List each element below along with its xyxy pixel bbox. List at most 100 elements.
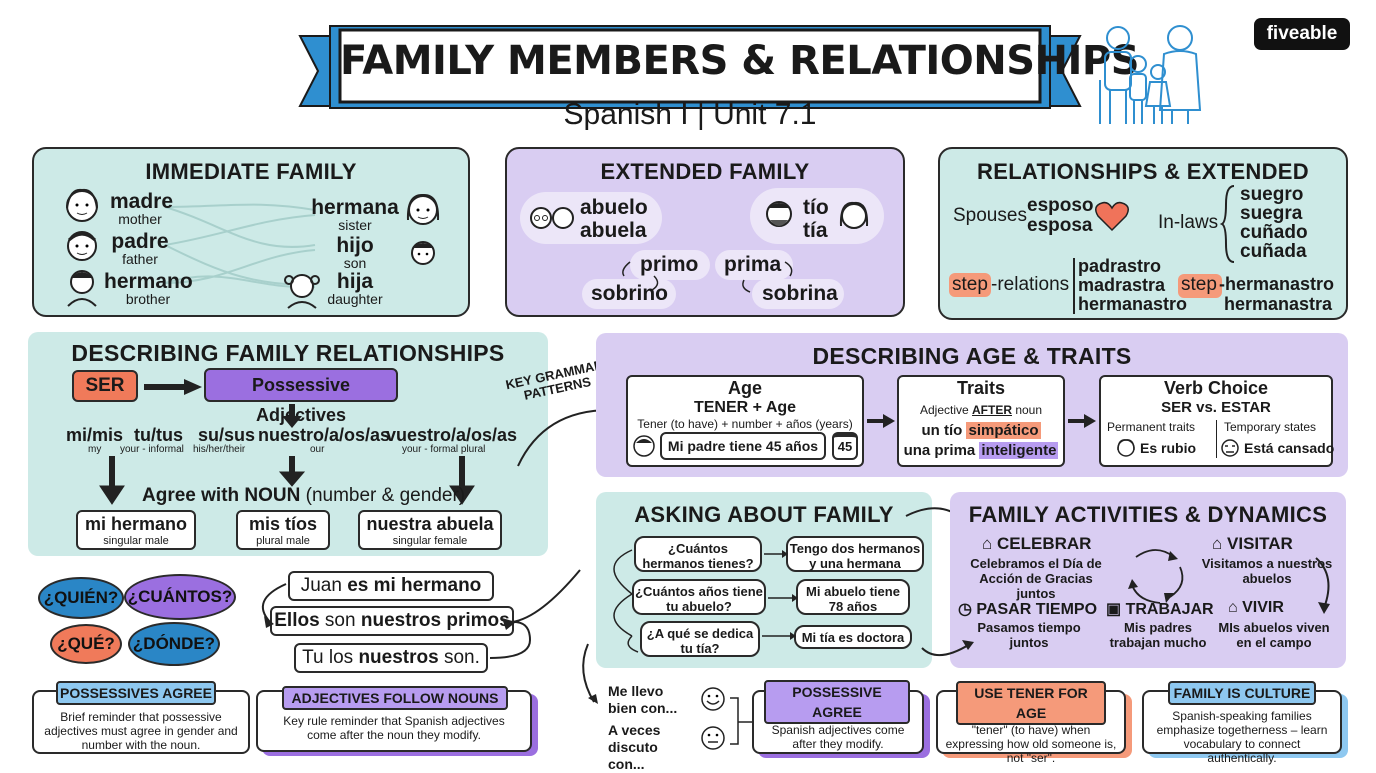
- traits-example-1: un tío simpático: [899, 422, 1063, 439]
- age-example: Mi padre tiene 45 años: [667, 438, 819, 454]
- answer-2-bubble: Mi abuelo tiene 78 años: [796, 579, 910, 615]
- abuela-label: abuela: [580, 219, 647, 242]
- traits-rule: Adjective AFTER noun: [899, 403, 1063, 417]
- father-icon: [67, 231, 97, 261]
- primo-bubble: [630, 250, 710, 280]
- traits-example-2: una prima inteligente: [899, 442, 1063, 459]
- sobrino-label: sobrino: [591, 282, 668, 305]
- question-2: ¿Cuántos años tiene tu abuelo?: [635, 584, 763, 614]
- age-face-icon: [633, 435, 655, 457]
- primo-label: primo: [640, 253, 699, 276]
- inlaws-brace: [1219, 185, 1235, 263]
- sentence-3-pre: Tu los: [302, 647, 359, 668]
- traits-rule-after: AFTER: [972, 403, 1012, 417]
- traits-rule-pre: Adjective: [919, 403, 972, 417]
- activities-in-arrow: [921, 640, 974, 656]
- hija-label: hija: [336, 270, 374, 293]
- family-illustration-icon: [1099, 25, 1202, 124]
- daughter-icon: [284, 274, 320, 309]
- immediate-family-panel: IMMEDIATE FAMILY: [32, 147, 470, 317]
- traits-ex1-adj: simpático: [966, 422, 1041, 439]
- visitar-title: VISITAR: [1227, 534, 1293, 553]
- vivir-desc: MIs abuelos viven en el campo: [1218, 620, 1330, 650]
- note-1-tag: POSSESSIVES AGREE: [56, 681, 216, 705]
- temporary-states-label: Temporary states: [1224, 420, 1317, 434]
- cunado-label: cuñado: [1240, 222, 1308, 243]
- hermano-label: hermano: [104, 270, 193, 293]
- step-highlight: [949, 273, 991, 297]
- form-vuestro-hint: your - formal plural: [402, 444, 486, 455]
- answer-2: Mi abuelo tiene 78 años: [806, 584, 900, 614]
- sister-icon: [406, 193, 440, 225]
- esposa-label: esposa: [1027, 215, 1093, 236]
- note-2-text: Key rule reminder that Spanish adjective…: [283, 714, 505, 742]
- note-2-tag: ADJECTIVES FOLLOW NOUNS: [282, 686, 508, 710]
- question-1-bubble: ¿Cuántos hermanos tienes?: [634, 536, 762, 572]
- permanent-face-icon: [1117, 439, 1135, 457]
- sentence-3-bold: nuestros: [358, 647, 439, 668]
- neutral-face-icon: [701, 726, 725, 750]
- quien-label: ¿QUIÉN?: [43, 588, 119, 607]
- example-nuestra-abuela: nuestra abuela singular female: [358, 510, 502, 550]
- trabajar-header: ▣ TRABAJAR: [1106, 599, 1214, 619]
- cake-icon: ⌂: [982, 534, 993, 553]
- note-5-text: Spanish-speaking families emphasize toge…: [1156, 709, 1328, 765]
- father-label: father: [122, 251, 158, 267]
- step-prefix: step: [952, 274, 988, 295]
- traits-to-verb-arrow: [1068, 414, 1096, 428]
- note-1-tag-label: POSSESSIVES AGREE: [60, 685, 212, 701]
- grandparents-icon: [530, 207, 574, 229]
- son-icon: [411, 241, 435, 265]
- vivir-title: VIVIR: [1242, 599, 1284, 616]
- sentence-3: Tu los nuestros son.: [294, 643, 488, 673]
- question-1: ¿Cuántos hermanos tienes?: [642, 541, 754, 571]
- tired-face-icon: [1221, 439, 1239, 457]
- possessive-chip: Possessive Adjectives: [204, 368, 398, 425]
- question-3: ¿A qué se dedica tu tía?: [646, 626, 754, 656]
- sentence-2-bold2: nuestros primos: [360, 610, 510, 631]
- activities-panel: FAMILY ACTIVITIES & DYNAMICS: [950, 492, 1346, 668]
- immediate-connector-lines: [164, 203, 316, 289]
- sister-label: sister: [338, 217, 372, 233]
- mother-icon: [66, 188, 98, 222]
- page-title: FAMILY MEMBERS & RELATIONSHIPS: [340, 38, 1140, 84]
- cycle-arrows-icon: [1128, 549, 1184, 604]
- qa-arrows: [762, 550, 798, 640]
- pasar-header: ◷ PASAR TIEMPO: [958, 599, 1097, 619]
- sentence-2-mid: son: [319, 610, 361, 631]
- que-oval: ¿QUÉ?: [50, 624, 122, 664]
- immediate-family-title: IMMEDIATE FAMILY: [145, 159, 357, 184]
- home-icon: ⌂: [1228, 599, 1238, 616]
- extended-family-title: EXTENDED FAMILY: [600, 159, 810, 184]
- brother-icon: [67, 270, 97, 307]
- traits-card-title: Traits: [956, 378, 1006, 398]
- form-nuestro: nuestro/a/os/as: [258, 425, 391, 445]
- example-mis-tios: mis tíos plural male: [236, 510, 330, 550]
- form-vuestro: vuestro/a/os/as: [386, 425, 518, 445]
- asking-title: ASKING ABOUT FAMILY: [634, 502, 894, 527]
- cuantos-label: ¿CUÁNTOS?: [127, 587, 233, 606]
- spouses-label: Spouses: [953, 205, 1027, 226]
- note-3-tag: POSSESSIVE AGREE: [764, 680, 910, 724]
- hijo-label: hijo: [336, 234, 374, 257]
- agree-label: Agree with NOUN (number & gender): [142, 485, 465, 507]
- brand-logo[interactable]: [1254, 18, 1350, 50]
- example-mi-hermano-text: mi hermano: [84, 514, 188, 534]
- donde-oval: ¿DÓNDE?: [128, 622, 220, 666]
- note-4-tag-label: USE TENER FOR AGE: [974, 685, 1088, 721]
- visitar-desc: Visitamos a nuestros abuelos: [1201, 556, 1333, 586]
- form-mi-hint: my: [88, 444, 102, 455]
- answer-3-bubble: Mi tía es doctora: [794, 625, 912, 649]
- daughter-label: daughter: [327, 291, 383, 307]
- answer-3: Mi tía es doctora: [801, 630, 905, 645]
- hermanastra-label: hermanastra: [1224, 294, 1333, 314]
- mood-arrow: [582, 643, 598, 704]
- sobrino-bubble: [582, 279, 676, 309]
- sentence-2-bold1: Ellos: [274, 610, 320, 631]
- relationships-panel: RELATIONSHIPS & EXTENDED: [938, 147, 1348, 320]
- question-3-bubble: ¿A qué se dedica tu tía?: [640, 621, 760, 657]
- ser-chip: SER: [72, 370, 138, 402]
- age-to-traits-arrow: [867, 414, 895, 428]
- ser-label: SER: [85, 375, 125, 396]
- sobrina-bubble: [752, 279, 844, 309]
